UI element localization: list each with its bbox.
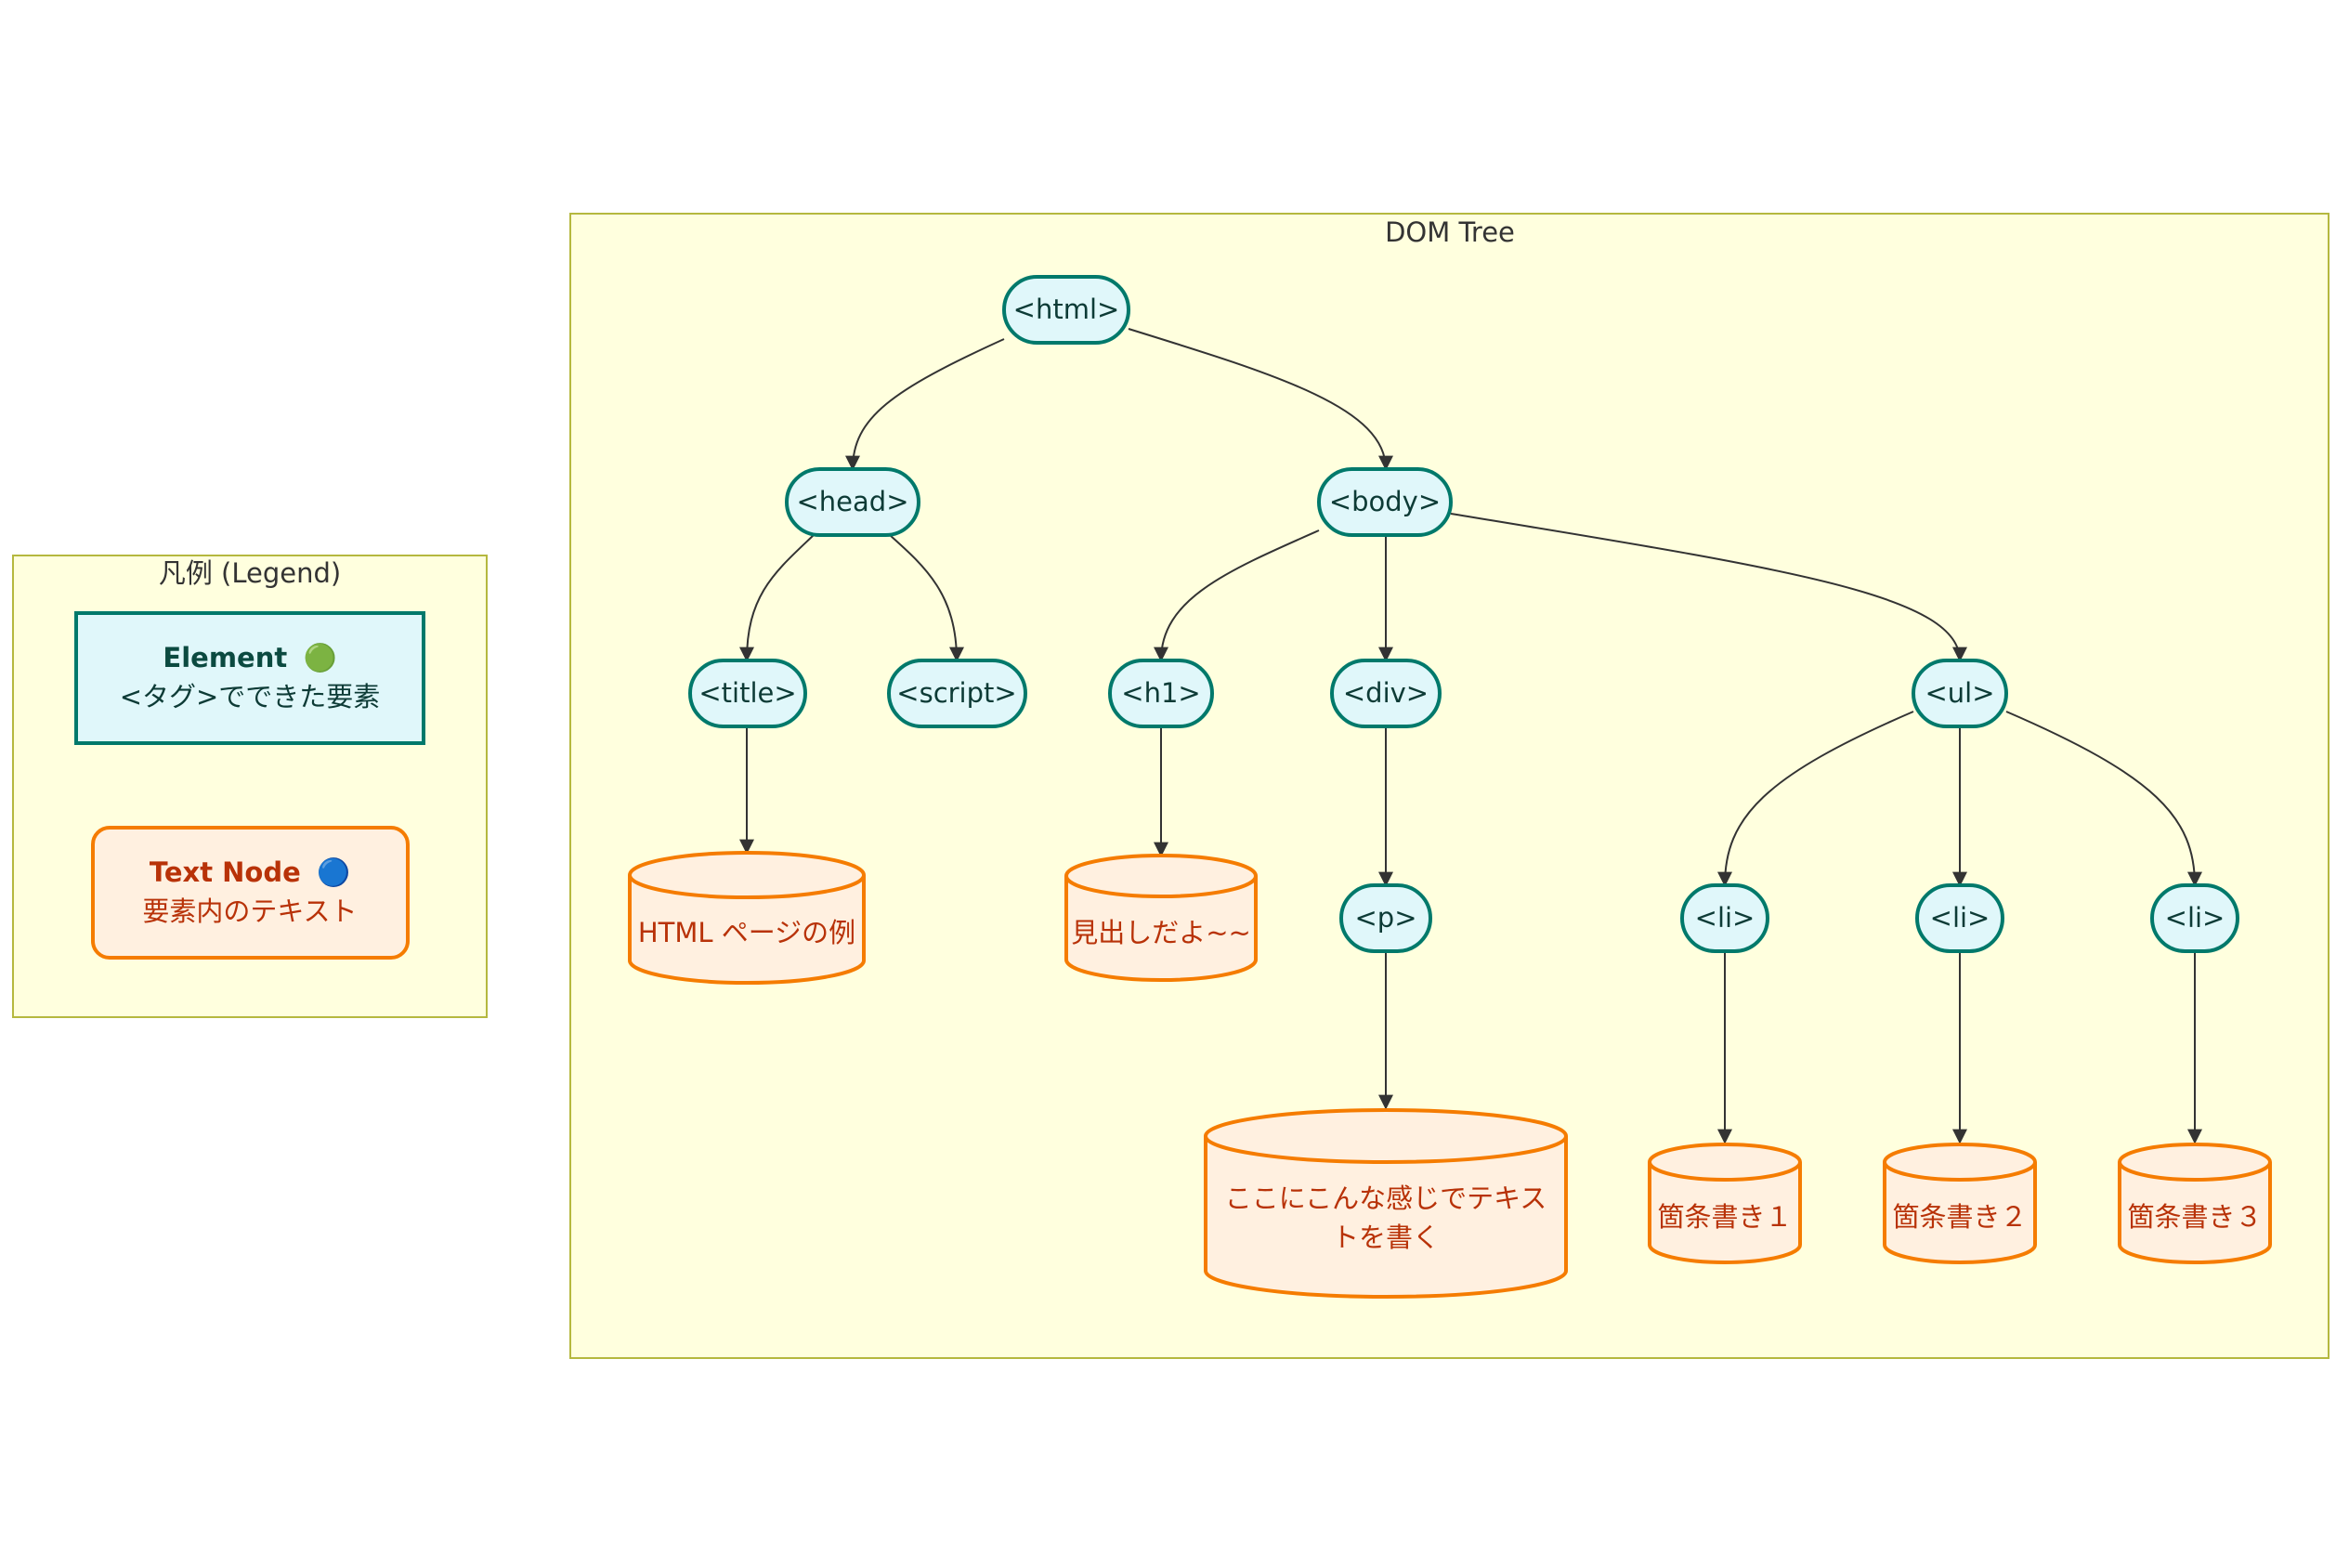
node-div: <div>	[1330, 659, 1442, 728]
node-li-1: <li>	[1680, 883, 1769, 953]
node-li-1-label: <li>	[1695, 902, 1755, 934]
node-title-label: <title>	[698, 677, 796, 709]
node-li-3: <li>	[2150, 883, 2239, 953]
green-circle-icon: 🟢	[303, 642, 336, 673]
text-node-li-2: 箇条書き２	[1883, 1143, 2037, 1264]
edge-body-ul	[1450, 513, 1967, 662]
legend-text-title: Text Node	[150, 856, 301, 888]
svg-text:Text Node 🔵: Text Node 🔵	[150, 856, 350, 888]
text-node-title-label: HTML ページの例	[638, 917, 855, 948]
node-ul: <ul>	[1912, 659, 2008, 728]
legend-element-desc: <タグ>でできた要素	[120, 681, 381, 712]
node-li-3-label: <li>	[2165, 902, 2225, 934]
legend-text-desc: 要素内のテキスト	[142, 895, 357, 927]
dom-tree-title: DOM Tree	[1385, 216, 1515, 248]
svg-text:Element 🟢: Element 🟢	[163, 642, 336, 673]
text-node-p: ここにこんな感じでテキス トを書く	[1204, 1108, 1568, 1299]
text-node-title: HTML ページの例	[628, 851, 866, 985]
legend-title: 凡例 (Legend)	[159, 557, 341, 589]
legend-cluster: 凡例 (Legend) Element 🟢 <タグ>でできた要素 Text No…	[12, 555, 488, 1018]
text-node-li-2-label: 箇条書き２	[1892, 1201, 2027, 1233]
edge-html-body	[1128, 328, 1393, 471]
edge-html-head	[845, 338, 1005, 471]
text-node-p-line-1: ここにこんな感じでテキス	[1225, 1183, 1547, 1214]
edges	[739, 328, 2202, 1144]
node-ul-label: <ul>	[1925, 677, 1994, 709]
node-li-2-label: <li>	[1930, 902, 1990, 934]
node-div-label: <div>	[1343, 677, 1429, 709]
text-node-p-line-2: トを書く	[1332, 1222, 1440, 1253]
text-node-li-1: 箇条書き１	[1648, 1143, 1802, 1264]
node-script-label: <script>	[896, 677, 1016, 709]
node-title: <title>	[688, 659, 807, 728]
text-node-li-1-label: 箇条書き１	[1657, 1201, 1792, 1233]
blue-circle-icon: 🔵	[317, 856, 350, 888]
node-h1: <h1>	[1108, 659, 1214, 728]
node-p: <p>	[1339, 883, 1432, 953]
node-li-2: <li>	[1915, 883, 2004, 953]
edge-ul-li3	[2005, 711, 2202, 887]
node-script: <script>	[887, 659, 1027, 728]
edge-ul-li1	[1717, 711, 1914, 887]
edge-head-title	[739, 534, 815, 662]
legend-element-title: Element	[163, 642, 287, 673]
legend-text-box: Text Node 🔵 要素内のテキスト	[91, 826, 410, 960]
text-node-li-3-label: 箇条書き３	[2127, 1201, 2262, 1233]
edge-head-script	[889, 534, 964, 662]
node-body: <body>	[1317, 467, 1453, 537]
text-node-h1: 見出しだよ~~	[1064, 854, 1258, 982]
node-p-label: <p>	[1354, 902, 1416, 934]
text-node-h1-label: 見出しだよ~~	[1071, 917, 1251, 948]
node-body-label: <body>	[1329, 486, 1441, 517]
text-node-li-3: 箇条書き３	[2118, 1143, 2272, 1264]
node-html-label: <html>	[1013, 294, 1120, 325]
node-h1-label: <h1>	[1121, 677, 1200, 709]
text-nodes: HTML ページの例 見出しだよ~~ ここにこんな感じでテキス トを書く 箇条書…	[628, 851, 2272, 1299]
node-html: <html>	[1002, 275, 1130, 345]
legend-element-box: Element 🟢 <タグ>でできた要素	[74, 611, 425, 745]
node-head-label: <head>	[797, 486, 909, 517]
edge-body-h1	[1154, 529, 1320, 662]
node-head: <head>	[785, 467, 920, 537]
element-nodes: <html> <head> <body> <title> <script> <h…	[688, 275, 2239, 953]
